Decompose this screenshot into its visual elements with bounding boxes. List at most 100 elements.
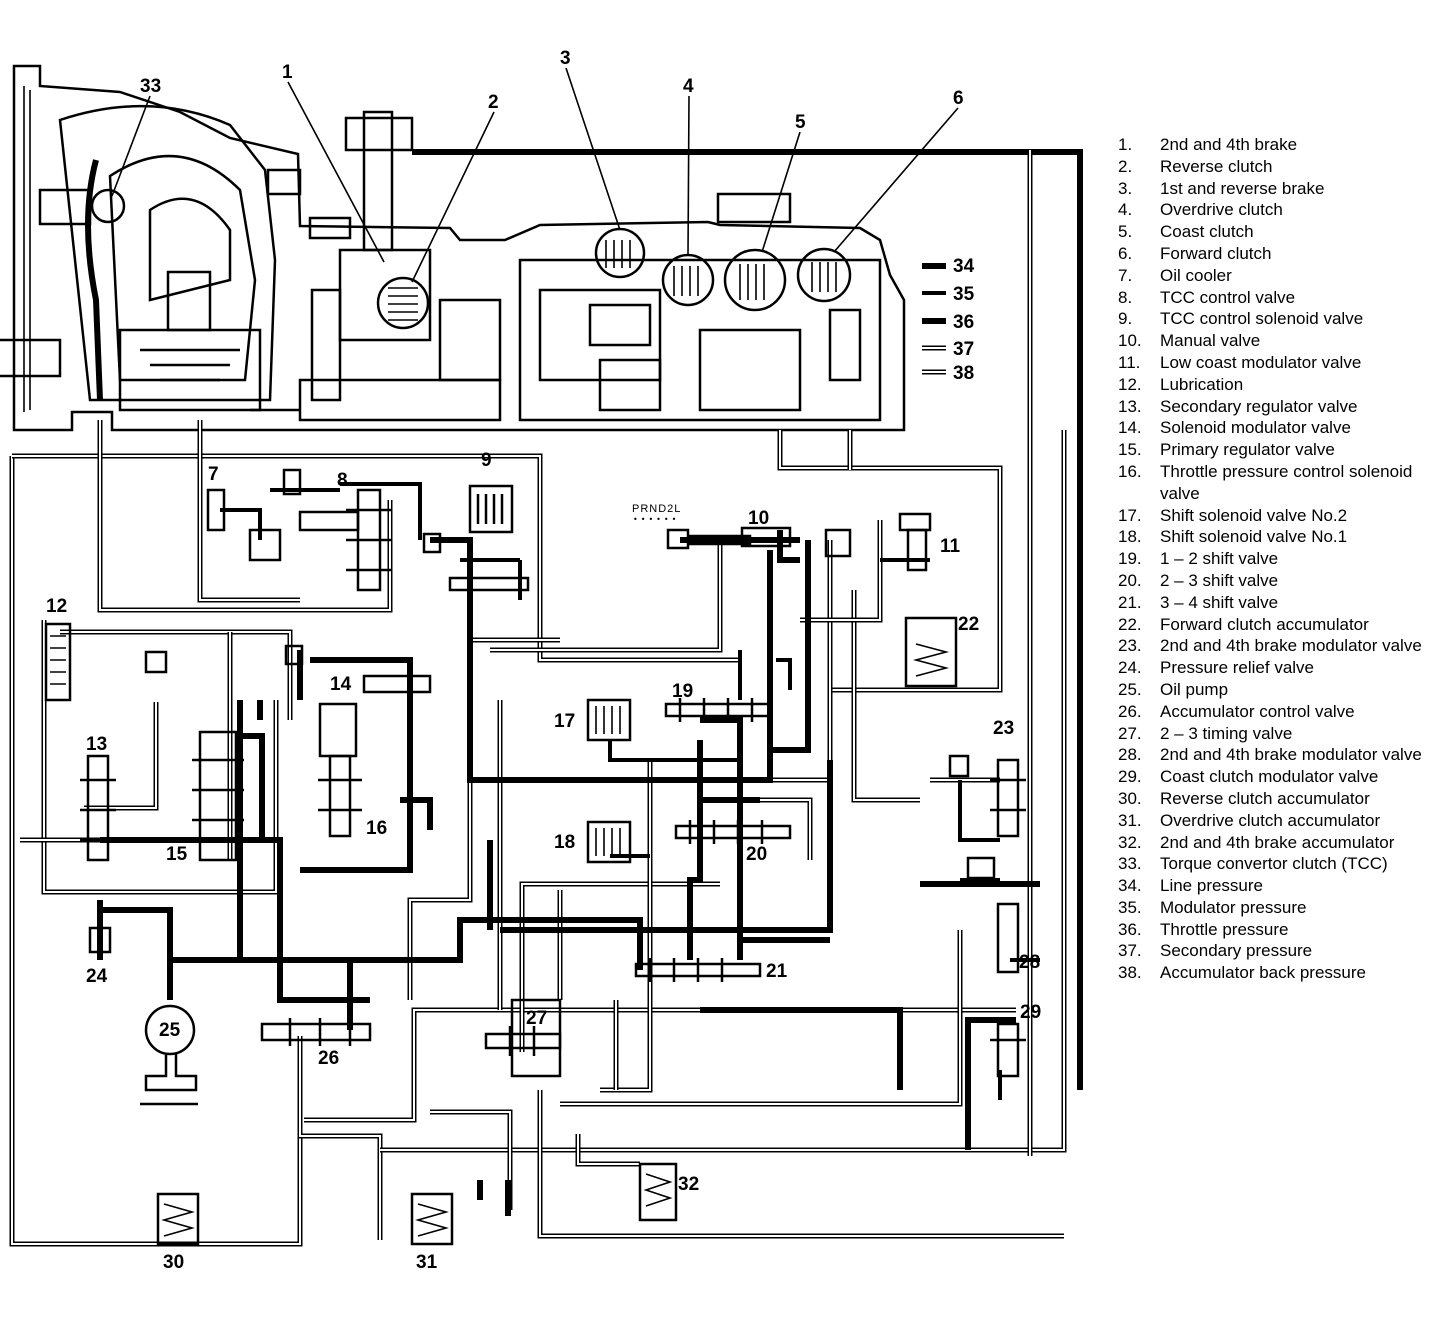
legend-item: 35. Modulator pressure [1118, 897, 1433, 919]
hydraulic-lines [9, 150, 1067, 1247]
legend-item-number: 10. [1118, 331, 1142, 351]
callout-labels: 33 1 2 3 4 5 6 7 8 9 10 11 12 13 14 15 1… [46, 48, 1041, 1273]
legend-item-number: 14. [1118, 418, 1142, 438]
callout-7: 7 [208, 464, 219, 485]
legend-item-number: 4. [1118, 200, 1133, 220]
legend-item-text: Throttle pressure control solenoid valve [1160, 461, 1413, 503]
legend-item-number: 34. [1118, 876, 1142, 896]
legend-item: 30.Reverse clutch accumulator [1118, 788, 1433, 810]
legend-item: 7. Oil cooler [1118, 265, 1433, 287]
legend-item-number: 8. [1118, 287, 1133, 307]
legend-item-text: Forward clutch [1160, 243, 1272, 263]
selector-position-dots: •••••• [633, 515, 679, 524]
key-label-35: 35 [953, 284, 975, 305]
torque-converter-clutch [90, 188, 126, 224]
callout-8: 8 [337, 470, 348, 491]
legend-item-number: 19. [1118, 549, 1142, 569]
legend-item-number: 21. [1118, 592, 1142, 612]
callout-15: 15 [166, 844, 188, 865]
legend-item: 27.2 – 3 timing valve [1118, 723, 1433, 745]
callout-26: 26 [318, 1048, 339, 1069]
shift-valve-1-2 [664, 698, 772, 722]
legend-item-text: Secondary pressure [1160, 941, 1313, 961]
timing-valve-2-3 [484, 998, 562, 1078]
legend-item-text: Oil cooler [1160, 265, 1232, 285]
callout-25: 25 [159, 1020, 181, 1041]
legend-item: 25.Oil pump [1118, 679, 1433, 701]
legend-item-number: 6. [1118, 243, 1133, 263]
legend-item-number: 33. [1118, 854, 1142, 874]
tcc-control-valve [298, 488, 392, 592]
legend-item: 24.Pressure relief valve [1118, 657, 1433, 679]
legend-item: 10. Manual valve [1118, 330, 1433, 352]
legend-item-text: Modulator pressure [1160, 897, 1307, 917]
shift-valve-3-4 [634, 958, 762, 982]
callout-6: 6 [953, 88, 964, 109]
legend-item-number: 5. [1118, 222, 1133, 242]
brake-modulator-valve-28 [966, 856, 1020, 974]
legend-item: 26.Accumulator control valve [1118, 701, 1433, 723]
legend-item-text: Forward clutch accumulator [1160, 614, 1369, 634]
legend-item-text: Coast clutch [1160, 222, 1254, 242]
callout-30: 30 [163, 1252, 184, 1273]
legend-item: 2.Reverse clutch [1118, 156, 1433, 178]
legend-item: 3.1st and reverse brake [1118, 178, 1433, 200]
legend-item-number: 7. [1118, 265, 1133, 285]
legend-item: 13.Secondary regulator valve [1118, 396, 1433, 418]
legend-item: 19. 1 – 2 shift valve [1118, 548, 1433, 570]
legend-item: 17.Shift solenoid valve No.2 [1118, 505, 1433, 527]
legend-item-text: 2 – 3 timing valve [1160, 723, 1293, 743]
legend-item-number: 9. [1118, 309, 1133, 329]
oil-pump [140, 1004, 198, 1106]
legend-item: 37.Secondary pressure [1118, 940, 1433, 962]
legend-item: 33. Torque convertor clutch (TCC) [1118, 853, 1433, 875]
legend-item-number: 1. [1118, 135, 1133, 154]
legend-item: 28.2nd and 4th brake modulator valve [1118, 744, 1433, 766]
legend-item-text: Manual valve [1160, 331, 1261, 351]
tcc-control-solenoid-valve [422, 484, 530, 592]
legend-item: 32.2nd and 4th brake accumulator [1118, 832, 1433, 854]
legend-item-text: 1st and reverse brake [1160, 178, 1325, 198]
callout-16: 16 [366, 818, 387, 839]
legend-item: 38. Accumulator back pressure [1118, 962, 1433, 984]
callout-5: 5 [795, 112, 806, 133]
legend-item-text: TCC control valve [1160, 287, 1296, 307]
legend-item-number: 38. [1118, 963, 1142, 983]
callout-12: 12 [46, 596, 67, 617]
legend-item-text: Torque convertor clutch (TCC) [1160, 854, 1388, 874]
legend-item: 36.Throttle pressure [1118, 919, 1433, 941]
legend-item-number: 31. [1118, 810, 1142, 830]
legend-item-number: 23. [1118, 636, 1142, 656]
forward-clutch-accumulator [904, 616, 958, 688]
legend-item: 20.2 – 3 shift valve [1118, 570, 1433, 592]
legend-item: 31. Overdrive clutch accumulator [1118, 810, 1433, 832]
coast-clutch-modulator-valve [990, 1022, 1026, 1078]
legend-item-number: 15. [1118, 440, 1142, 460]
legend-item-number: 13. [1118, 396, 1142, 416]
legend-item: 22.Forward clutch accumulator [1118, 614, 1433, 636]
callout-21: 21 [766, 961, 788, 982]
legend-item-number: 35. [1118, 897, 1142, 917]
legend-item: 4.Overdrive clutch [1118, 199, 1433, 221]
key-label-36: 36 [953, 312, 974, 333]
legend-item: 6. Forward clutch [1118, 243, 1433, 265]
callout-10: 10 [748, 508, 769, 529]
legend-item-text: Overdrive clutch accumulator [1160, 810, 1381, 830]
callout-9: 9 [481, 450, 492, 471]
accumulator-control-valve [260, 1018, 372, 1046]
legend-item: 9.TCC control solenoid valve [1118, 308, 1433, 330]
legend-item-text: Oil pump [1160, 679, 1229, 699]
key-label-34: 34 [953, 256, 975, 277]
reverse-clutch-accumulator [156, 1192, 200, 1246]
legend-item-text: Lubrication [1160, 374, 1244, 394]
transmission-case [0, 64, 1083, 1090]
legend-item-text: 1 – 2 shift valve [1160, 549, 1279, 569]
legend-item-number: 30. [1118, 788, 1142, 808]
callout-2: 2 [488, 92, 499, 113]
legend-item-text: Reverse clutch [1160, 156, 1273, 176]
legend-item-text: Accumulator back pressure [1160, 963, 1366, 983]
legend-item-text: Pressure relief valve [1160, 658, 1315, 678]
key-label-38: 38 [953, 363, 974, 384]
